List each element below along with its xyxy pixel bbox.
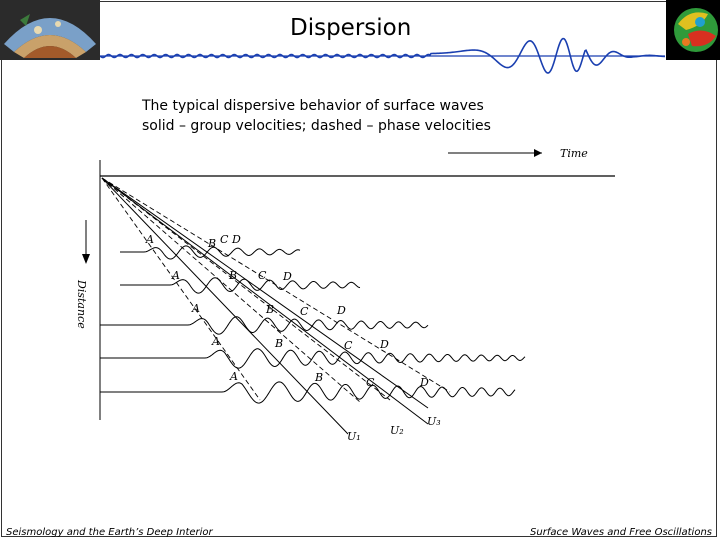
label-b-row4: B <box>274 337 283 350</box>
label-d-row1: D <box>231 233 241 246</box>
seismogram-trace-4 <box>100 349 525 368</box>
figure-caption: The typical dispersive behavior of surfa… <box>142 96 491 136</box>
decorative-wavetrain <box>100 34 665 78</box>
label-d-row4: D <box>379 338 389 351</box>
label-d-row5: D <box>419 376 429 389</box>
label-d-row3: D <box>336 304 346 317</box>
label-d-row2: D <box>282 270 292 283</box>
label-b-row3: B <box>265 303 274 316</box>
label-a-row3: A <box>191 302 200 315</box>
label-c-row2: C <box>258 269 267 282</box>
group-velocity-line-u1 <box>102 178 348 434</box>
distance-label: Distance <box>75 279 88 329</box>
group-velocity-line-u3 <box>102 178 428 408</box>
caption-line-1: The typical dispersive behavior of surfa… <box>142 96 491 116</box>
phase-velocity-lines <box>102 178 450 402</box>
label-u3: U₃ <box>427 415 441 428</box>
seismogram-trace-3 <box>100 317 428 334</box>
time-axis-arrow <box>448 149 542 157</box>
label-c-row1: C <box>220 233 229 246</box>
group-velocity-line-u2 <box>102 178 428 424</box>
seismogram-trace-2 <box>120 278 360 293</box>
time-label: Time <box>560 147 588 160</box>
label-c-row5: C <box>366 376 375 389</box>
label-b-row2: B <box>228 269 237 282</box>
seismogram-traces <box>100 246 525 403</box>
label-c-row4: C <box>344 339 353 352</box>
dispersion-record-section: Time Distance A B C D <box>60 140 630 450</box>
phase-velocity-line-c <box>102 178 390 400</box>
label-a-row1: A <box>145 233 154 246</box>
label-a-row2: A <box>171 269 180 282</box>
label-b-row1: B <box>207 237 216 250</box>
label-u1: U₁ <box>347 430 361 443</box>
footer-section-title: Surface Waves and Free Oscillations <box>530 527 712 538</box>
phase-velocity-line-b <box>102 178 360 402</box>
group-velocity-lines <box>102 178 428 434</box>
earth-cross-section-logo <box>0 0 100 60</box>
caption-line-2: solid – group velocities; dashed – phase… <box>142 116 491 136</box>
phase-velocity-line-a <box>102 178 260 400</box>
label-a-row5: A <box>229 370 238 383</box>
phase-labels: A B C D A B C D A B C D A B C D A B C D <box>145 233 429 389</box>
label-a-row4: A <box>211 335 220 348</box>
label-c-row3: C <box>300 305 309 318</box>
globe-tomography-logo <box>666 0 720 60</box>
distance-axis <box>82 160 615 420</box>
label-u2: U₂ <box>390 424 404 437</box>
footer-course-title: Seismology and the Earth’s Deep Interior <box>6 527 213 538</box>
label-b-row5: B <box>314 371 323 384</box>
